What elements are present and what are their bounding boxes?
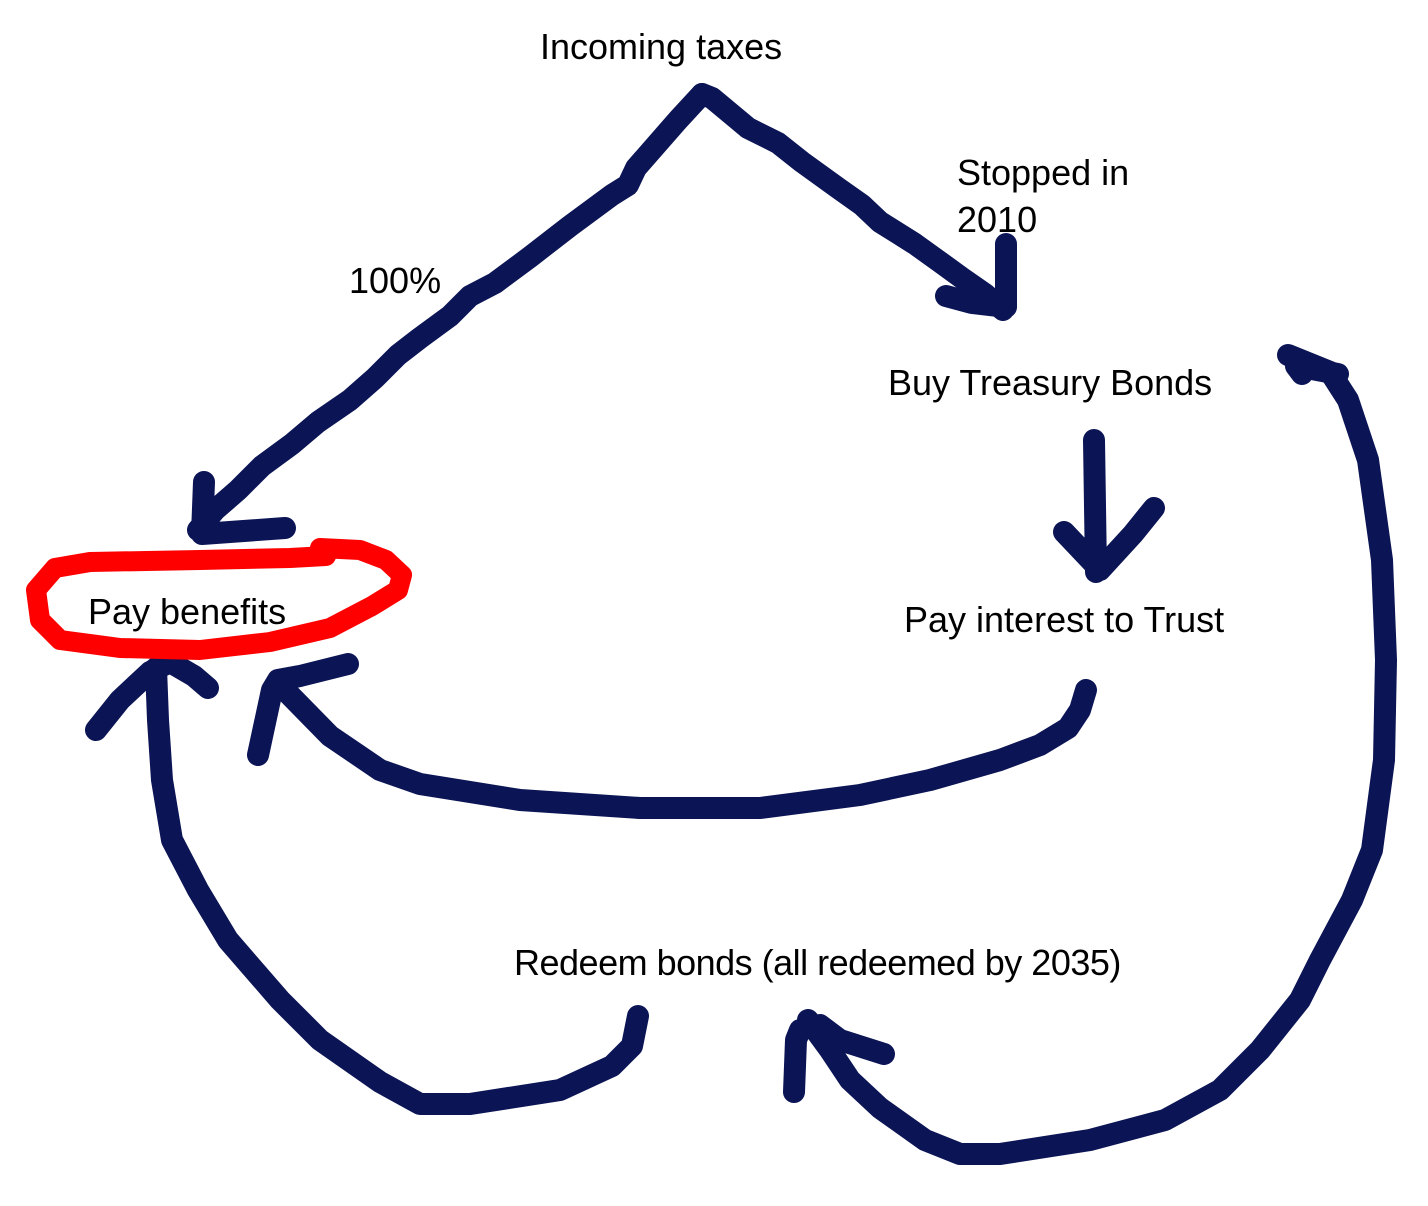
node-pay-interest-to-trust: Pay interest to Trust [904, 599, 1225, 640]
arrowhead-bonds-to-interest [1053, 497, 1165, 581]
arrowhead-bonds-to-redeem [1285, 355, 1349, 385]
arrow-interest-to-benefits [269, 674, 1097, 819]
arrowhead-redeem-to-benefits [85, 651, 219, 741]
arrow-taxes-to-bonds [691, 83, 1014, 321]
node-redeem-bonds: Redeem bonds (all redeemed by 2035) [514, 942, 1121, 983]
arrowhead-taxes-to-benefits [191, 471, 296, 545]
arrow-taxes-to-benefits [187, 83, 713, 541]
node-pay-benefits: Pay benefits [88, 591, 287, 632]
highlight-circle-pay-benefits [26, 538, 412, 660]
annotation-100-percent: 100% [349, 260, 442, 301]
arrow-bonds-to-redeem [797, 344, 1397, 1165]
arrowhead-into-redeem [783, 1014, 895, 1103]
node-buy-treasury-bonds: Buy Treasury Bonds [888, 362, 1213, 403]
node-incoming-taxes: Incoming taxes [540, 26, 783, 67]
arrowhead-interest-to-benefits [247, 653, 359, 766]
arrowhead-taxes-to-bonds [935, 233, 1017, 318]
arrow-redeem-to-benefits [145, 657, 649, 1115]
